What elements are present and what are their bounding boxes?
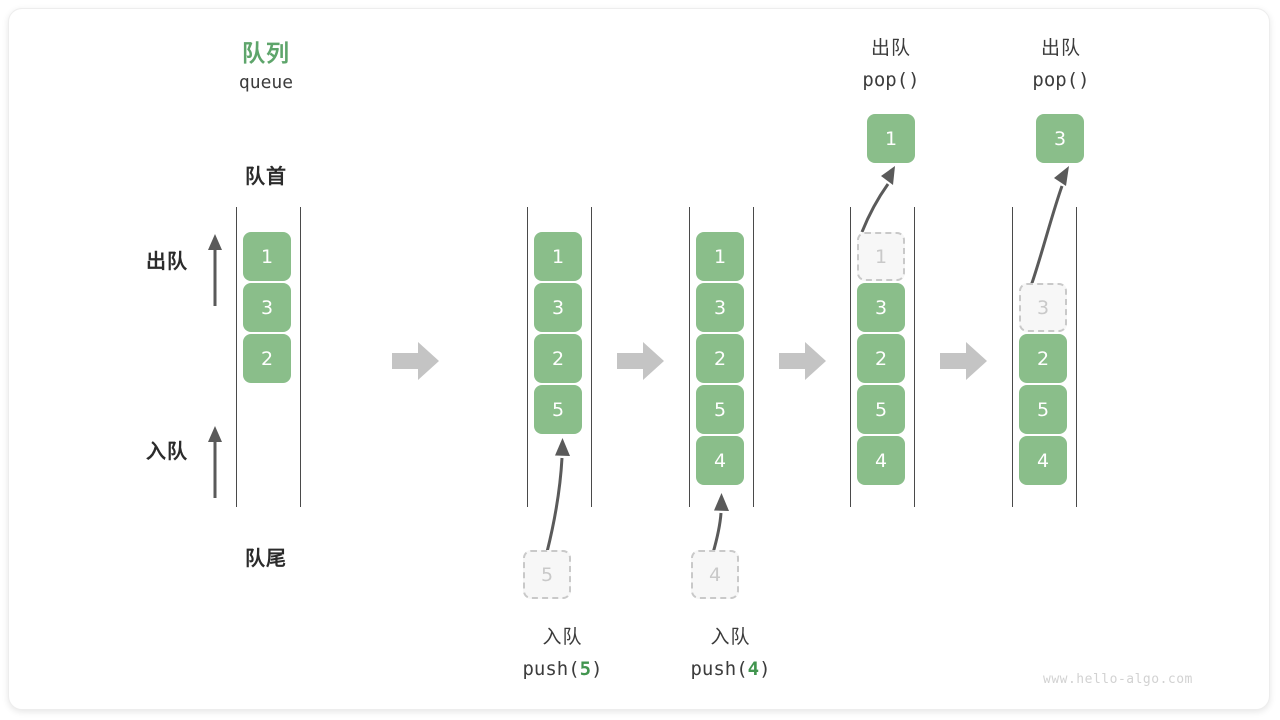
queue-cell: 2: [857, 334, 905, 383]
queue-stage-initial: 1 3 2: [236, 207, 302, 507]
push-4-flow-arrow-icon: [711, 493, 729, 554]
queue-cell: 2: [1019, 334, 1067, 383]
page-title-cn: 队列: [242, 40, 290, 66]
step-arrow-icon: [940, 342, 987, 380]
push-4-caption-code: push(4): [658, 658, 803, 680]
code-prefix: pop(: [1032, 69, 1079, 91]
queue-stage-push-5: 1 3 2 5: [527, 207, 593, 507]
step-arrow-icon: [392, 342, 439, 380]
queue-rail-left: [850, 207, 851, 507]
queue-cell-new: 5: [534, 385, 582, 434]
queue-rail-left: [236, 207, 237, 507]
pop-3-flow-arrow-icon: [1029, 166, 1069, 287]
queue-cell: 1: [696, 232, 744, 281]
step-arrow-icon: [617, 342, 664, 380]
code-prefix: pop(: [862, 69, 909, 91]
queue-cell-removed: 3: [1019, 283, 1067, 332]
page-title-en: queue: [238, 72, 294, 93]
rear-label: 队尾: [245, 548, 287, 570]
code-arg: 5: [579, 658, 592, 680]
pop-3-caption-code: pop(): [998, 69, 1124, 91]
dequeue-side-label: 出队: [146, 251, 188, 273]
queue-cell: 2: [696, 334, 744, 383]
queue-cell: 1: [243, 232, 291, 281]
code-suffix: ): [759, 658, 771, 680]
step-arrow-icon: [779, 342, 826, 380]
queue-cell: 3: [696, 283, 744, 332]
queue-cell: 5: [1019, 385, 1067, 434]
push-5-caption-cn: 入队: [542, 627, 583, 648]
code-prefix: push(: [690, 658, 748, 680]
push-5-flow-arrow-icon: [545, 438, 570, 553]
incoming-ghost-cell: 4: [691, 550, 739, 599]
queue-rail-left: [1012, 207, 1013, 507]
queue-rail-right: [753, 207, 754, 507]
queue-rail-right: [1076, 207, 1077, 507]
queue-cell-new: 4: [696, 436, 744, 485]
queue-rail-right: [300, 207, 301, 507]
queue-cell: 1: [534, 232, 582, 281]
queue-cell: 4: [857, 436, 905, 485]
push-4-caption-cn: 入队: [710, 627, 751, 648]
queue-cell: 5: [696, 385, 744, 434]
code-arg: 4: [747, 658, 760, 680]
code-suffix: ): [908, 69, 920, 91]
pop-3-caption-cn: 出队: [1040, 38, 1081, 59]
queue-cell: 3: [243, 283, 291, 332]
enqueue-direction-arrow-icon: [208, 426, 222, 498]
code-suffix: ): [1078, 69, 1090, 91]
queue-cell: 3: [534, 283, 582, 332]
queue-cell: 4: [1019, 436, 1067, 485]
queue-cell-removed: 1: [857, 232, 905, 281]
watermark: www.hello-algo.com: [1043, 672, 1193, 687]
queue-cell: 2: [534, 334, 582, 383]
queue-rail-right: [914, 207, 915, 507]
queue-rail-left: [527, 207, 528, 507]
queue-stage-pop-3: 3 2 5 4: [1012, 207, 1078, 507]
queue-cell: 3: [857, 283, 905, 332]
code-prefix: push(: [522, 658, 580, 680]
queue-stage-pop-1: 1 3 2 5 4: [850, 207, 916, 507]
popped-cell: 3: [1036, 114, 1084, 163]
pop-1-flow-arrow-icon: [860, 166, 895, 233]
popped-cell: 1: [867, 114, 915, 163]
code-suffix: ): [591, 658, 603, 680]
pop-1-caption-cn: 出队: [870, 38, 911, 59]
pop-1-caption-code: pop(): [828, 69, 954, 91]
queue-rail-left: [689, 207, 690, 507]
front-label: 队首: [245, 166, 287, 188]
dequeue-direction-arrow-icon: [208, 234, 222, 306]
queue-cell: 2: [243, 334, 291, 383]
queue-cell: 5: [857, 385, 905, 434]
queue-rail-right: [591, 207, 592, 507]
push-5-caption-code: push(5): [490, 658, 635, 680]
queue-stage-push-4: 1 3 2 5 4: [689, 207, 755, 507]
incoming-ghost-cell: 5: [523, 550, 571, 599]
enqueue-side-label: 入队: [146, 441, 188, 463]
